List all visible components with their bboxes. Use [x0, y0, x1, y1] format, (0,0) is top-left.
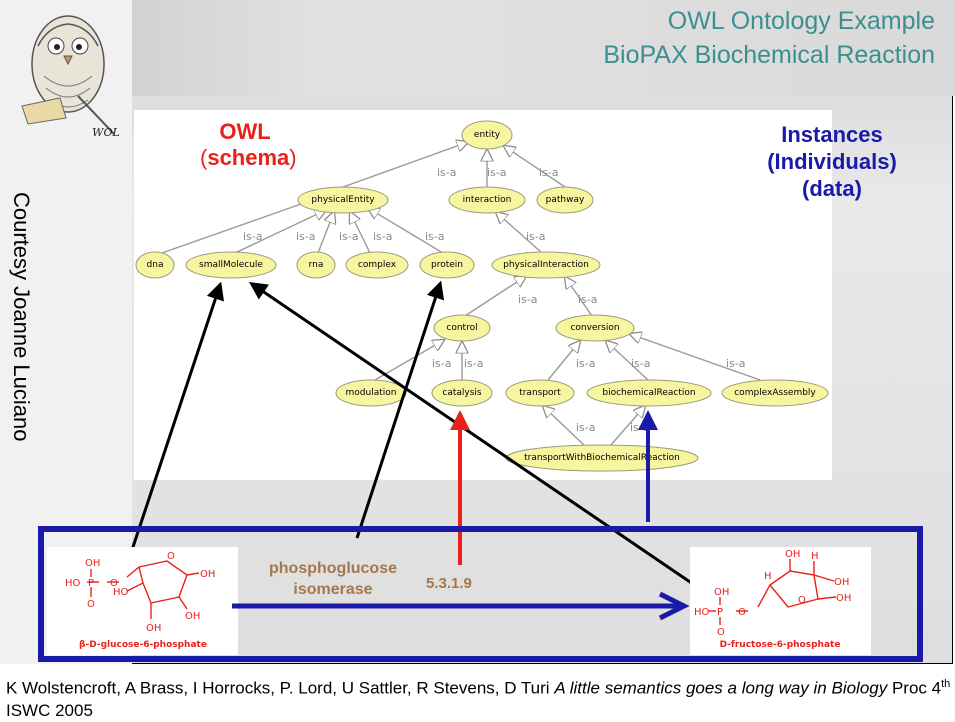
svg-text:OH: OH — [85, 558, 100, 569]
reference-citation: K Wolstencroft, A Brass, I Horrocks, P. … — [6, 673, 951, 722]
slide-title-line1: OWL Ontology Example — [667, 7, 935, 35]
ref-paper-title: A little semantics goes a long way in Bi… — [554, 678, 888, 698]
ref-venue-sup: th — [941, 678, 951, 690]
ref-authors: K Wolstencroft, A Brass, I Horrocks, P. … — [6, 678, 555, 698]
slide-title-line2: BioPAX Biochemical Reaction — [603, 41, 935, 69]
logo-text: WOL — [92, 126, 120, 139]
svg-text:OH: OH — [185, 611, 200, 622]
glucose-label: β-D-glucose-6-phosphate — [79, 640, 207, 650]
fructose-structure-icon: OH H H OH OH O OH P HO O O D-fructose-6-… — [694, 549, 851, 650]
svg-text:O: O — [798, 595, 806, 606]
schema-label-line: (schema) — [200, 145, 297, 171]
svg-text:P: P — [88, 578, 94, 589]
owl-logo-icon: WOL — [21, 15, 120, 139]
svg-text:OH: OH — [785, 549, 800, 560]
instance-data-box — [38, 526, 923, 662]
enzyme-label: phosphoglucose isomerase — [253, 558, 413, 600]
svg-text:OH: OH — [714, 587, 729, 598]
svg-text:OH: OH — [146, 623, 161, 634]
schema-paren-open: ( — [200, 145, 208, 170]
glucose-structure: HO P OH O O O OH OH OH HO β-D-glucose-6-… — [47, 547, 238, 655]
instances-label: Instances (Individuals) (data) — [742, 121, 922, 202]
svg-text:O: O — [87, 599, 95, 610]
fructose-label: D-fructose-6-phosphate — [720, 640, 841, 650]
fructose-structure: OH H H OH OH O OH P HO O O D-fructose-6-… — [690, 547, 871, 655]
svg-text:OH: OH — [836, 593, 851, 604]
owl-label: OWL — [219, 119, 271, 144]
glucose-structure-icon: HO P OH O O O OH OH OH HO β-D-glucose-6-… — [65, 551, 215, 650]
title-band — [0, 0, 955, 96]
svg-text:O: O — [167, 551, 175, 562]
enzyme-line1: phosphoglucose — [269, 560, 397, 577]
svg-text:O: O — [738, 607, 746, 618]
schema-paren-close: ) — [289, 145, 297, 170]
svg-text:HO: HO — [694, 607, 710, 618]
instances-line3: (data) — [802, 176, 862, 201]
ec-number: 5.3.1.9 — [426, 575, 472, 592]
svg-text:OH: OH — [834, 577, 849, 588]
svg-text:OH: OH — [200, 569, 215, 580]
schema-label: schema — [207, 145, 290, 170]
instances-line2: (Individuals) — [767, 149, 897, 174]
enzyme-line2: isomerase — [293, 581, 373, 598]
ref-venue-pre: Proc 4 — [887, 678, 942, 698]
svg-text:H: H — [811, 551, 819, 562]
courtesy-credit: Courtesy Joanne Luciano — [9, 192, 34, 442]
svg-text:HO: HO — [65, 578, 81, 589]
svg-text:HO: HO — [113, 587, 129, 598]
svg-text:O: O — [110, 578, 118, 589]
ref-venue-post: ISWC 2005 — [6, 700, 93, 720]
svg-text:P: P — [717, 607, 723, 618]
owl-schema-label: OWL (schema) — [200, 119, 297, 171]
svg-text:H: H — [764, 571, 772, 582]
svg-text:O: O — [717, 627, 725, 638]
instances-line1: Instances — [781, 122, 883, 147]
